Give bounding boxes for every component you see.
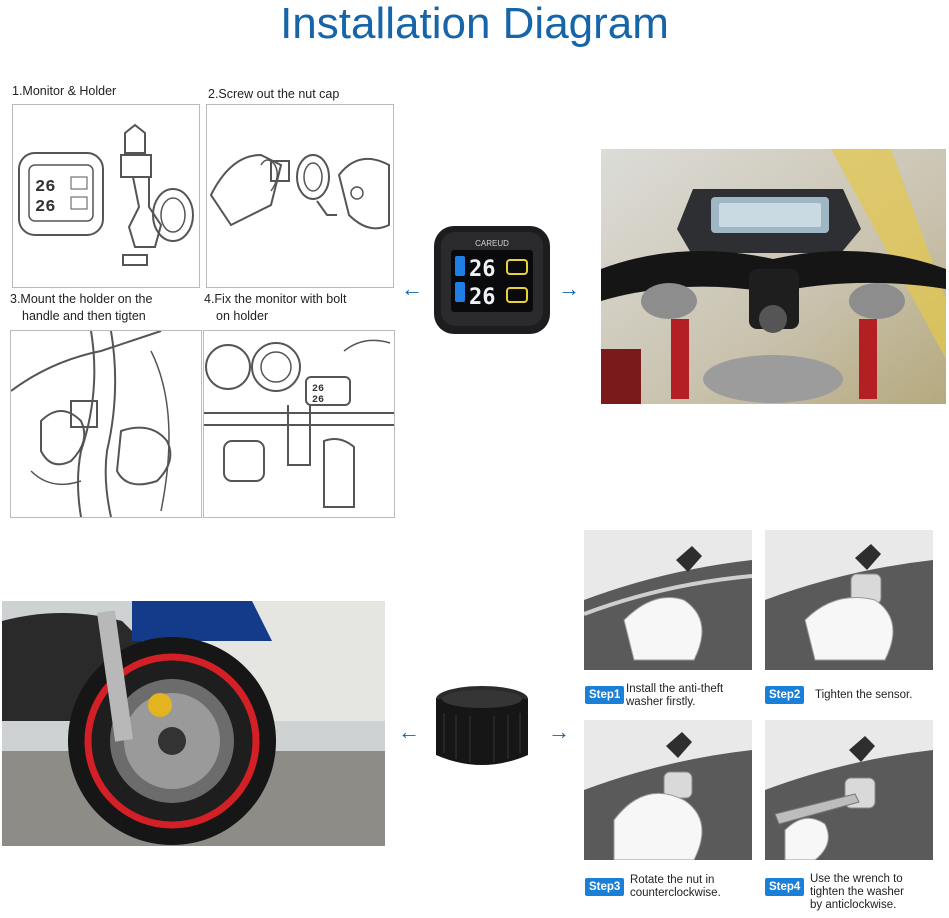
svg-text:26: 26 xyxy=(312,395,324,406)
svg-text:26: 26 xyxy=(35,178,55,197)
step3-text-line1: Rotate the nut in xyxy=(630,874,715,886)
step3-caption: 3.Mount the holder on the handle and the… xyxy=(10,291,152,325)
mount-holder-sketch xyxy=(10,330,202,518)
arrow-left-bottom: ← xyxy=(398,719,420,744)
svg-text:26: 26 xyxy=(35,198,55,217)
step1-text-line2: washer firstly. xyxy=(626,696,696,708)
step4-badge: Step4 xyxy=(765,878,805,896)
step4-text-line1: Use the wrench to xyxy=(810,873,903,885)
sensor-step2-image xyxy=(765,530,933,670)
step2-text: Tighten the sensor. xyxy=(815,689,913,701)
nut-cap-sketch xyxy=(206,104,394,288)
motorcycle-wheel-photo xyxy=(2,601,385,846)
sensor-step4-image xyxy=(765,720,933,860)
monitor-reading-top: 26 xyxy=(469,257,496,282)
arrow-right-bottom: → xyxy=(548,719,570,744)
step1-caption: 1.Monitor & Holder xyxy=(12,84,117,98)
svg-text:26: 26 xyxy=(312,384,324,395)
step4-text-line3: by anticlockwise. xyxy=(810,899,897,911)
sensor-step1-image xyxy=(584,530,752,670)
sensor-step3-image xyxy=(584,720,752,860)
monitor-holder-sketch: 26 26 xyxy=(12,104,200,288)
step3-text: Rotate the nut in counterclockwise. xyxy=(630,874,721,900)
step1-text: Install the anti-theft washer firstly. xyxy=(626,683,723,709)
monitor-reading-bottom: 26 xyxy=(469,285,496,310)
step4-caption: 4.Fix the monitor with bolt on holder xyxy=(204,291,346,325)
motorcycle-dashboard-photo xyxy=(601,149,946,404)
step2-badge: Step2 xyxy=(765,686,805,704)
step1-text-line1: Install the anti-theft xyxy=(626,683,724,695)
page-title: Installation Diagram xyxy=(280,0,669,48)
step3-badge: Step3 xyxy=(585,878,625,896)
step1-badge: Step1 xyxy=(585,686,625,704)
monitor-brand: CAREUD xyxy=(475,239,509,248)
step3-caption-line1: 3.Mount the holder on the xyxy=(10,292,153,306)
fix-monitor-sketch: 26 26 xyxy=(203,330,395,518)
step3-caption-line2: handle and then tigten xyxy=(22,309,146,323)
arrow-right-top: → xyxy=(558,276,580,301)
step4-caption-line2: on holder xyxy=(216,309,269,323)
tpms-monitor-device: 26 26 CAREUD xyxy=(431,224,553,336)
arrow-left-top: ← xyxy=(401,276,423,301)
step4-text: Use the wrench to tighten the washer by … xyxy=(810,873,904,912)
step3-text-line2: counterclockwise. xyxy=(630,887,721,899)
step4-caption-line1: 4.Fix the monitor with bolt xyxy=(204,292,347,306)
tire-pressure-sensor xyxy=(430,683,534,773)
step2-caption: 2.Screw out the nut cap xyxy=(208,87,340,101)
step4-text-line2: tighten the washer xyxy=(810,886,904,898)
